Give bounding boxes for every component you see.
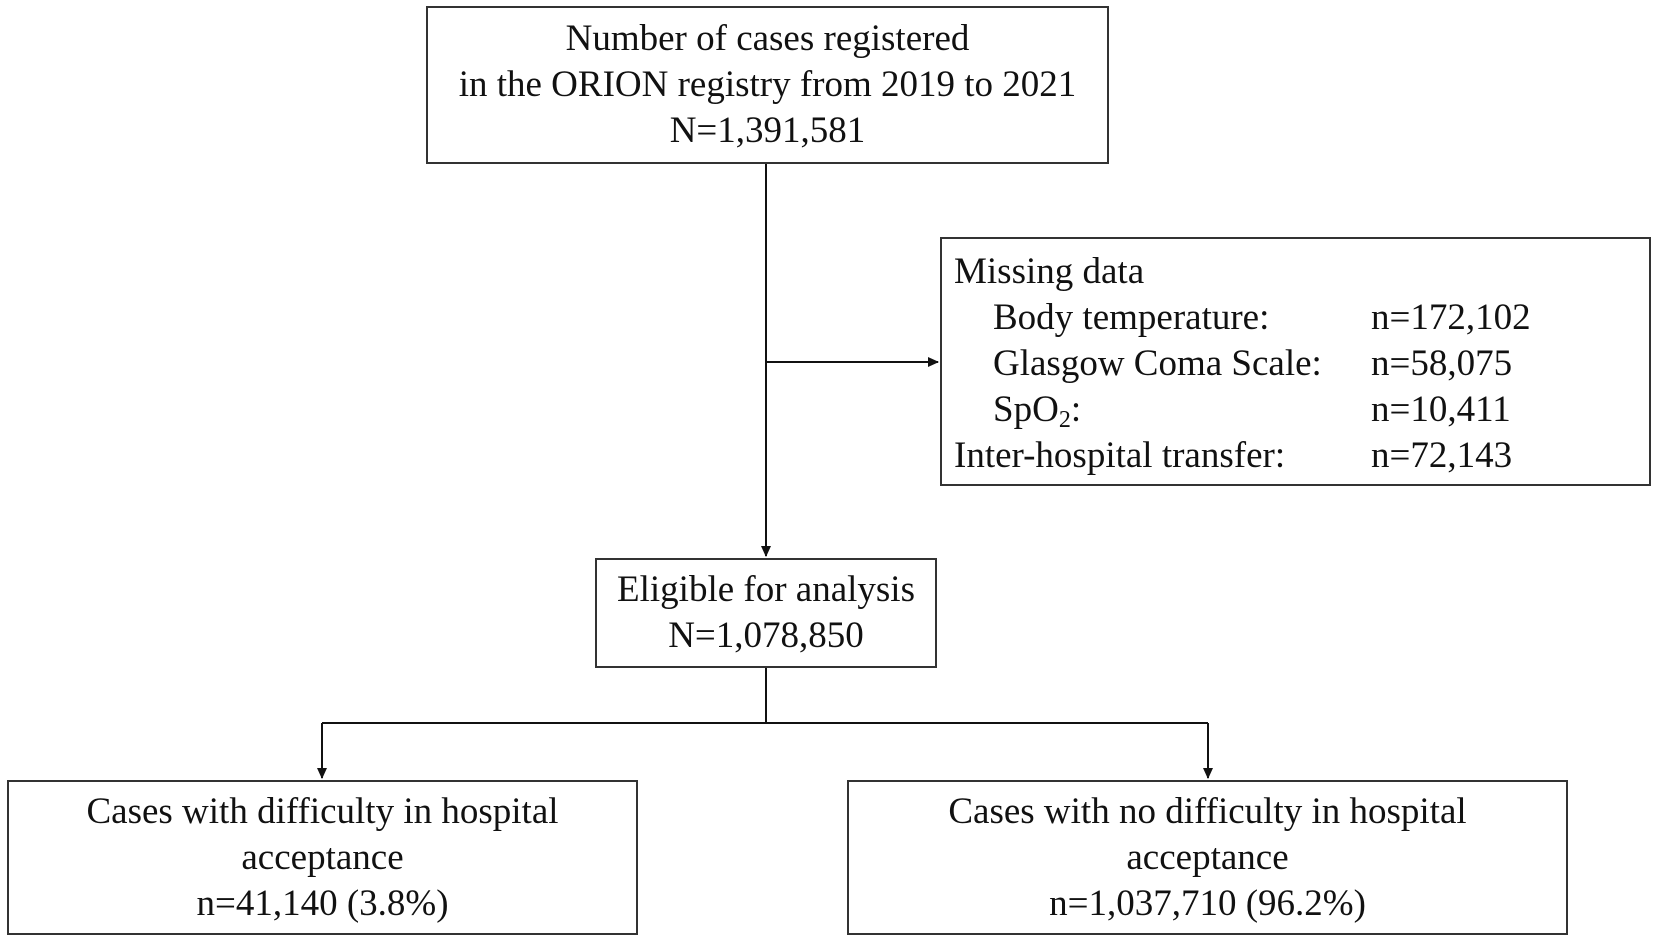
missing-data-heading: Missing data — [954, 251, 1145, 292]
missing-row-spo2: SpO2: n=10,411 — [954, 387, 1649, 433]
missing-label-body-temperature: Body temperature: — [993, 297, 1270, 338]
spo2-colon: : — [1070, 389, 1082, 430]
difficulty-count: n=41,140 (3.8%) — [196, 882, 449, 924]
eligible-label: Eligible for analysis — [617, 569, 915, 610]
no-difficulty-line-1: Cases with no difficulty in hospital — [948, 790, 1467, 832]
eligible-total: N=1,078,850 — [668, 615, 864, 656]
registered-total: N=1,391,581 — [669, 110, 866, 151]
missing-data-box: Missing data Body temperature: n=172,102… — [940, 237, 1651, 486]
missing-label-transfer: Inter-hospital transfer: — [954, 435, 1286, 476]
no-difficulty-box: Cases with no difficulty in hospital acc… — [847, 780, 1568, 935]
missing-value-spo2: n=10,411 — [1371, 389, 1511, 430]
missing-label-spo2: SpO2: — [993, 387, 1081, 433]
missing-row-body-temperature: Body temperature: n=172,102 — [954, 295, 1649, 341]
difficulty-line-2: acceptance — [241, 836, 404, 878]
no-difficulty-line-2: acceptance — [1126, 836, 1289, 878]
missing-value-body-temperature: n=172,102 — [1371, 297, 1531, 338]
spo2-subscript: 2 — [1058, 407, 1071, 433]
missing-value-transfer: n=72,143 — [1371, 435, 1513, 476]
missing-data-heading-row: Missing data — [954, 249, 1649, 295]
eligible-box: Eligible for analysis N=1,078,850 — [595, 558, 937, 668]
missing-row-gcs: Glasgow Coma Scale: n=58,075 — [954, 341, 1649, 387]
missing-row-transfer: Inter-hospital transfer: n=72,143 — [954, 433, 1649, 479]
no-difficulty-count: n=1,037,710 (96.2%) — [1049, 882, 1366, 924]
missing-label-gcs: Glasgow Coma Scale: — [993, 343, 1322, 384]
registered-line-2: in the ORION registry from 2019 to 2021 — [458, 64, 1077, 105]
spo2-main: SpO — [993, 389, 1059, 430]
difficulty-box: Cases with difficulty in hospital accept… — [7, 780, 638, 935]
difficulty-line-1: Cases with difficulty in hospital — [86, 790, 559, 832]
registered-cases-box: Number of cases registered in the ORION … — [426, 6, 1109, 164]
registered-line-1: Number of cases registered — [565, 18, 970, 59]
missing-value-gcs: n=58,075 — [1371, 343, 1513, 384]
